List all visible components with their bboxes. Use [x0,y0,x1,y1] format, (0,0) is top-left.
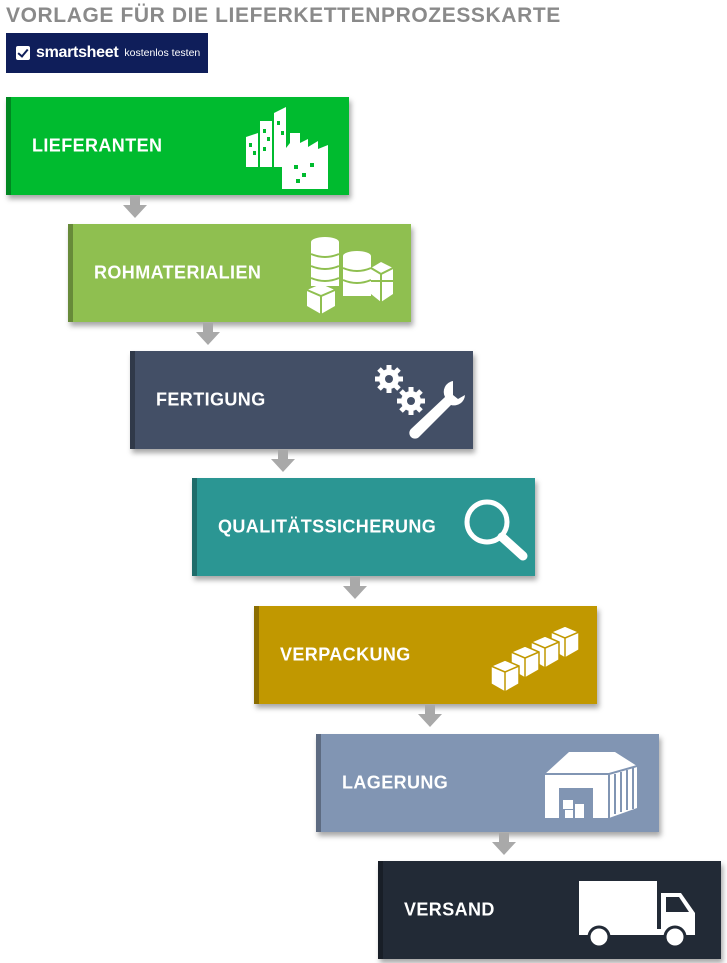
flow-arrow [343,577,367,599]
step-label: LAGERUNG [342,772,449,793]
boxes-icon [490,625,580,693]
flow-arrow [418,705,442,727]
page-title: VORLAGE FÜR DIE LIEFERKETTENPROZESSKARTE [6,4,561,27]
step-label: VERSAND [404,899,495,920]
warehouse-icon [545,752,638,818]
step-label: QUALITÄTSSICHERUNG [218,516,437,537]
step-label: FERTIGUNG [156,389,266,410]
buildings-icon [246,107,328,189]
step-label: VERPACKUNG [280,644,411,665]
truck-icon [579,881,695,949]
logo-brand: smartsheet [36,44,119,61]
smartsheet-check-icon [16,46,30,60]
flow-arrow [492,833,516,855]
logo-subtitle: kostenlos testen [124,47,201,59]
materials-icon [306,237,394,314]
step-verpackung: VERPACKUNG [254,606,597,704]
smartsheet-logo-button[interactable]: smartsheet kostenlos testen [6,33,208,73]
step-rohmaterialien: ROHMATERIALIEN [68,224,411,322]
step-lieferanten: LIEFERANTEN [6,97,349,195]
flow-arrow [123,196,147,218]
flow-arrow [271,450,295,472]
step-label: LIEFERANTEN [32,135,163,156]
step-versand: VERSAND [378,861,721,959]
step-lagerung: LAGERUNG [316,734,659,832]
step-qualitaetssicherung: QUALITÄTSSICHERUNG [192,478,535,576]
gears-wrench-icon [375,365,465,439]
step-fertigung: FERTIGUNG [130,351,473,449]
step-label: ROHMATERIALIEN [94,262,262,283]
magnifier-icon [464,499,528,561]
flow-arrow [196,323,220,345]
